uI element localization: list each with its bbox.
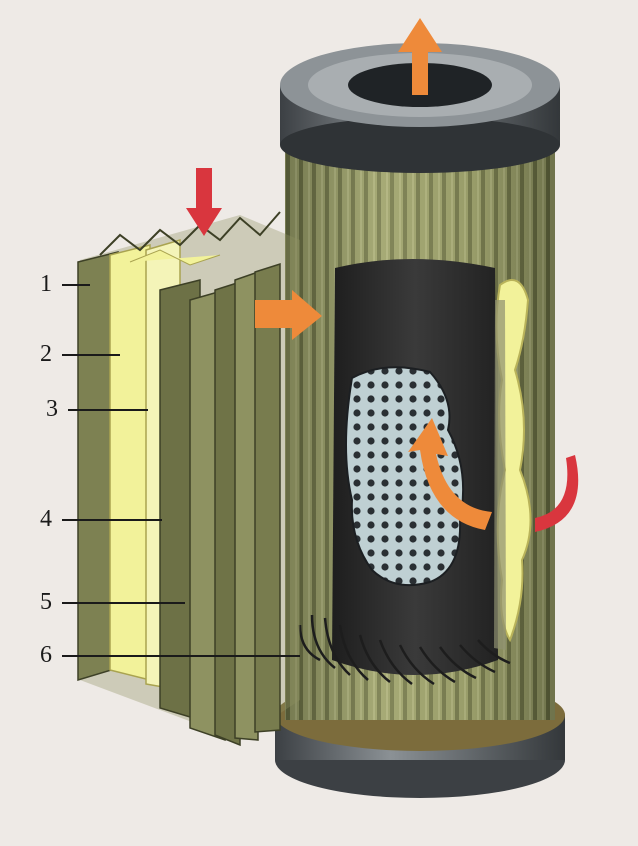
callout-1: 1 [40, 272, 52, 296]
callout-6: 6 [40, 643, 52, 667]
callout-3: 3 [46, 397, 58, 421]
callout-5: 5 [40, 590, 52, 614]
exploded-pleat-stack [78, 212, 300, 745]
perforated-center-tube [346, 367, 463, 585]
callout-2: 2 [40, 342, 52, 366]
callout-4: 4 [40, 507, 52, 531]
